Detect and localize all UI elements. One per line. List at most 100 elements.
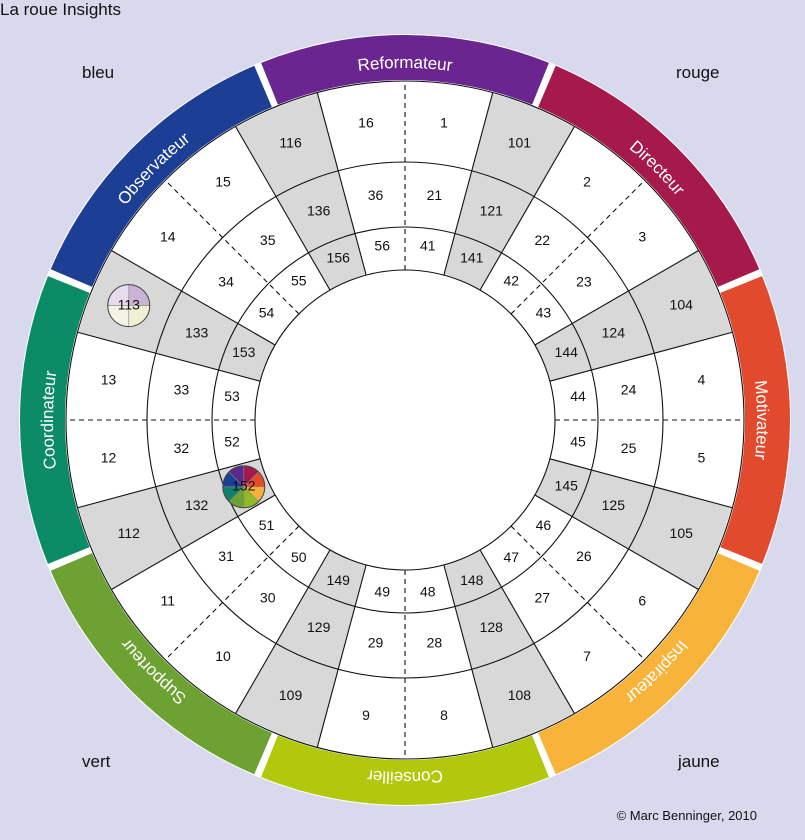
cell-number-middle: 22 [534,232,550,248]
radial-divider [443,564,494,748]
cell-outer-7 [534,602,645,713]
segment-band-supporteur [50,553,272,775]
cell-middle-32 [147,420,219,487]
cell-number-inner: 156 [327,249,351,265]
ring-circle [65,80,745,760]
cell-number-middle: 24 [621,381,637,397]
cell-number-middle: 132 [185,497,209,513]
cell-number-outer: 9 [362,707,370,723]
cell-number-inner: 41 [420,238,436,254]
segment-label-motivateur: Motivateur [751,379,772,461]
cell-number-middle: 29 [368,634,384,650]
cell-inner-45 [549,420,598,470]
radial-divider [316,92,367,276]
cell-middle-129 [276,587,356,670]
corner-label-bleu: bleu [82,63,115,82]
cell-middle-26 [541,516,629,603]
cell-number-middle: 128 [480,619,504,635]
radial-divider [111,494,276,590]
cell-number-outer: 105 [670,525,694,541]
radial-divider [111,250,276,346]
cell-number-outer: 12 [101,450,117,466]
segment-label-coordinateur: Coordinateur [38,369,60,470]
cell-number-inner: 42 [503,272,519,288]
cell-number-middle: 26 [576,548,592,564]
radial-divider [77,458,261,509]
segment-label-text: Motivateur [751,379,772,461]
cell-outer-3 [587,180,698,291]
radial-divider [479,126,575,291]
cell-middle-136 [276,170,356,253]
cell-number-middle: 124 [602,324,626,340]
cell-number-middle: 31 [218,548,234,564]
cell-number-inner: 149 [327,572,351,588]
cell-middle-121 [454,170,534,253]
cell-number-middle: 136 [307,202,331,218]
cell-outer-15 [165,127,276,238]
segment-band-conseiller [261,735,549,805]
cell-inner-153 [218,323,276,382]
segment-label-text: Reformateur [357,53,454,75]
cell-inner-144 [534,323,592,382]
cell-number-middle: 32 [174,440,190,456]
cell-number-middle: 35 [260,232,276,248]
corner-label-rouge: rouge [676,63,720,82]
cell-middle-31 [181,516,269,603]
cell-number-outer: 3 [638,229,646,245]
cell-number-inner: 46 [536,517,552,533]
cell-outer-2 [534,127,645,238]
cell-number-middle: 25 [621,440,637,456]
cell-number-inner: 144 [555,344,579,360]
cell-inner-156 [308,233,367,291]
cell-number-inner: 54 [259,304,275,320]
cell-number-inner: 52 [224,433,240,449]
radial-divider-dashed [510,179,646,315]
marker-outline [222,465,266,509]
radial-divider [534,494,699,590]
cell-number-middle: 121 [480,202,504,218]
radial-divider [549,458,733,509]
segment-band-directeur [538,65,760,287]
cell-inner-145 [534,458,592,517]
cell-number-middle: 28 [427,634,443,650]
cell-number-middle: 27 [534,590,550,606]
segment-band-coordinateur [20,276,90,564]
radial-divider [549,331,733,382]
cell-inner-141 [443,233,502,291]
cell-number-outer: 8 [440,707,448,723]
cell-middle-128 [454,587,534,670]
cell-inner-56 [355,227,405,276]
cell-number-outer: 1 [440,114,448,130]
cell-number-middle: 33 [174,381,190,397]
segment-label-text: Coordinateur [38,369,60,470]
cell-number-middle: 21 [427,187,443,203]
cell-number-outer: 7 [583,648,591,664]
cell-inner-41 [405,227,455,276]
cell-number-inner: 153 [232,344,256,360]
ring-circle [211,226,599,614]
cell-number-outer: 104 [670,296,694,312]
cell-number-outer: 11 [161,593,176,609]
cell-number-inner: 53 [224,388,240,404]
cell-middle-35 [222,196,309,284]
cell-middle-34 [181,237,269,324]
cell-middle-33 [147,353,219,420]
cell-number-middle: 129 [307,619,331,635]
cell-number-middle: 36 [368,187,384,203]
cell-number-outer: 14 [160,229,176,245]
segment-label-reformateur: Reformateur [357,53,454,75]
cell-number-inner: 56 [374,238,390,254]
radial-divider-dashed [164,179,300,315]
cell-number-inner: 148 [460,572,484,588]
cell-number-middle: 125 [602,497,626,513]
corner-label-jaune: jaune [678,752,720,771]
cell-outer-6 [587,549,698,660]
cell-number-inner: 145 [555,477,579,493]
cell-middle-132 [155,469,238,549]
cell-number-outer: 2 [583,173,591,189]
cell-inner-48 [405,564,455,613]
cell-number-outer: 101 [508,134,532,150]
cell-number-outer: 10 [215,648,231,664]
cell-outer-1 [405,82,493,171]
cell-number-outer: 13 [101,372,117,388]
